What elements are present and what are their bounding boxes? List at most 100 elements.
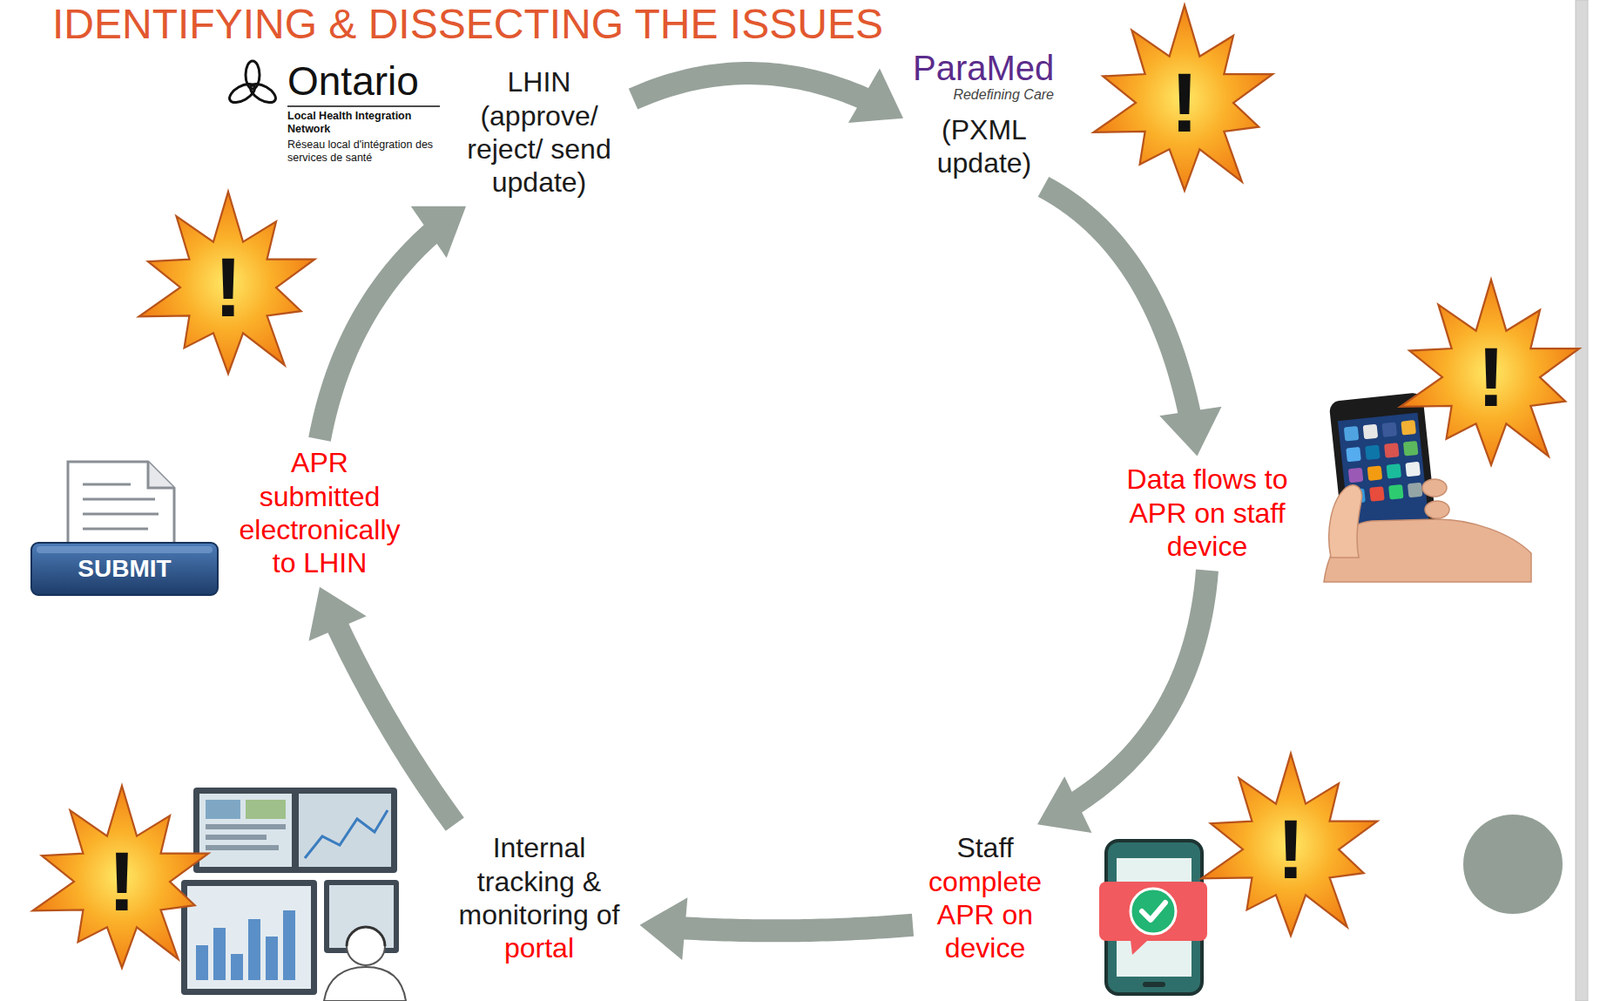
alert-mark: ! bbox=[1276, 807, 1305, 892]
step-text-run: LHIN (approve/ reject/ send update) bbox=[466, 66, 611, 198]
monitor-wall-illustration-part bbox=[195, 945, 209, 980]
logo-subtitle: Local Health Integration Network bbox=[287, 109, 445, 136]
phone-in-hand-illustration-part-part bbox=[1382, 421, 1398, 438]
check-phone-icon-part bbox=[1142, 981, 1166, 987]
flow-arrow bbox=[633, 68, 904, 123]
arrow-head bbox=[848, 68, 904, 123]
monitor-wall-illustration-part bbox=[248, 918, 261, 980]
check-phone-icon bbox=[1099, 840, 1208, 994]
alert-mark: ! bbox=[1477, 335, 1506, 419]
phone-in-hand-illustration-part-part bbox=[1388, 484, 1405, 500]
monitor-wall-illustration-part bbox=[205, 823, 286, 830]
phone-in-hand-illustration-part-part bbox=[1386, 463, 1403, 480]
phone-in-hand-illustration-part-part bbox=[1343, 425, 1360, 442]
button-label: SUBMIT bbox=[77, 556, 171, 581]
step-text-run: Staff bbox=[956, 831, 1013, 864]
arrow-shaft bbox=[633, 73, 872, 101]
flow-arrow bbox=[640, 897, 914, 960]
alert-starburst-part bbox=[1400, 279, 1580, 466]
logo-subtitle: Réseau local d'intégration des services … bbox=[287, 138, 445, 165]
monitor-wall-illustration-part bbox=[205, 799, 241, 819]
step-text: LHIN (approve/ reject/ send update) bbox=[452, 65, 627, 200]
monitor-wall-illustration-part bbox=[199, 793, 292, 867]
monitor-wall-illustration-part bbox=[205, 844, 279, 851]
process-step: Staff complete APR on device bbox=[919, 830, 1051, 966]
phone-in-hand-illustration-part bbox=[1422, 479, 1447, 497]
step-text: (PXML update) bbox=[910, 113, 1059, 181]
monitor-wall-illustration-part bbox=[245, 799, 286, 819]
arrow-head bbox=[411, 206, 466, 258]
monitor-wall-illustration-part bbox=[283, 910, 296, 980]
process-step: LHIN (approve/ reject/ send update) bbox=[452, 65, 627, 200]
step-text-run: portal bbox=[504, 931, 574, 964]
phone-in-hand-illustration-part-part bbox=[1400, 419, 1417, 436]
arrow-shaft bbox=[1043, 186, 1192, 420]
alert-mark: ! bbox=[214, 245, 243, 330]
monitor-wall-illustration-part bbox=[324, 966, 406, 1001]
step-text-run: Data flows to APR on staff device bbox=[1127, 463, 1289, 562]
logo-tagline: Redefining Care bbox=[952, 87, 1054, 102]
monitor-wall-illustration-part bbox=[187, 885, 311, 989]
alert-starburst-part bbox=[138, 191, 315, 374]
phone-in-hand-illustration-part-part bbox=[1348, 467, 1364, 484]
phone-in-hand-illustration-part-part bbox=[1364, 445, 1381, 461]
process-step: APR submitted electronically to LHIN bbox=[235, 445, 406, 581]
flow-arrow bbox=[1043, 186, 1222, 456]
slide-title: IDENTIFYING & DISSECTING THE ISSUES bbox=[52, 3, 884, 46]
submit-icon-part bbox=[31, 542, 218, 595]
monitor-wall-illustration-part bbox=[304, 810, 388, 858]
step-text-run: complete APR on device bbox=[928, 865, 1042, 965]
check-phone-icon-part bbox=[1141, 902, 1166, 920]
alert-starburst bbox=[32, 5, 1580, 968]
submit-icon-part bbox=[148, 461, 175, 488]
trillium-logo-part bbox=[226, 80, 258, 107]
process-step: Data flows to APR on staff device bbox=[1107, 462, 1308, 563]
logo-wordmark: ParaMed bbox=[912, 50, 1054, 86]
arrow-shaft bbox=[675, 924, 913, 932]
step-text-run: Internal tracking & monitoring of bbox=[459, 831, 621, 931]
arrow-head bbox=[640, 897, 689, 960]
alert-starburst-part bbox=[1201, 753, 1378, 936]
monitor-wall-illustration-part bbox=[181, 879, 318, 995]
step-text: Internal tracking & monitoring of portal bbox=[445, 830, 634, 966]
check-phone-icon-part bbox=[1099, 881, 1208, 941]
monitor-wall-illustration-part bbox=[205, 834, 267, 840]
submit-icon-part bbox=[82, 483, 131, 487]
step-text-run: APR submitted electronically to LHIN bbox=[239, 446, 401, 579]
logo-wordmark: Ontario bbox=[287, 60, 419, 102]
monitor-wall-illustration-part bbox=[213, 927, 226, 980]
monitor-wall-illustration-part bbox=[346, 926, 385, 966]
alert-mark: ! bbox=[1170, 60, 1199, 145]
check-phone-icon-part bbox=[1130, 939, 1148, 955]
alert-starburst-part bbox=[1093, 5, 1274, 191]
phone-in-hand-illustration-part-part bbox=[1407, 482, 1424, 499]
monitor-wall-illustration-part bbox=[230, 953, 244, 980]
phone-in-hand-illustration-part-part bbox=[1403, 440, 1419, 457]
phone-in-hand-illustration-part bbox=[1424, 500, 1450, 519]
grey-dot bbox=[1463, 814, 1563, 914]
phone-in-hand-illustration-part-part bbox=[1367, 465, 1384, 481]
submit-icon-part bbox=[82, 527, 149, 531]
logo-rule bbox=[287, 105, 440, 108]
submit-icon-part bbox=[82, 513, 159, 516]
step-text-run: (PXML update) bbox=[937, 114, 1033, 179]
monitor-wall-illustration bbox=[181, 787, 406, 1001]
flow-arrow bbox=[1037, 570, 1208, 834]
check-phone-icon-part bbox=[1130, 888, 1176, 934]
arrow-head bbox=[1159, 406, 1222, 457]
process-step: (PXML update) bbox=[910, 113, 1059, 181]
phone-in-hand-illustration-part-part bbox=[1369, 486, 1385, 502]
arrow-shaft bbox=[319, 226, 437, 439]
alert-mark: ! bbox=[108, 839, 136, 924]
alert-starburst-part bbox=[32, 785, 209, 968]
phone-in-hand-illustration-part-part bbox=[1345, 446, 1362, 463]
monitor-wall-illustration-part bbox=[193, 787, 398, 873]
arrow-shaft bbox=[1069, 570, 1208, 810]
phone-in-hand-illustration-part-part bbox=[1383, 442, 1400, 459]
phone-in-hand-illustration-part-part bbox=[1404, 461, 1421, 478]
submit-icon bbox=[31, 461, 218, 595]
monitor-wall-illustration-part bbox=[298, 793, 392, 867]
arrow-head bbox=[1037, 776, 1092, 833]
